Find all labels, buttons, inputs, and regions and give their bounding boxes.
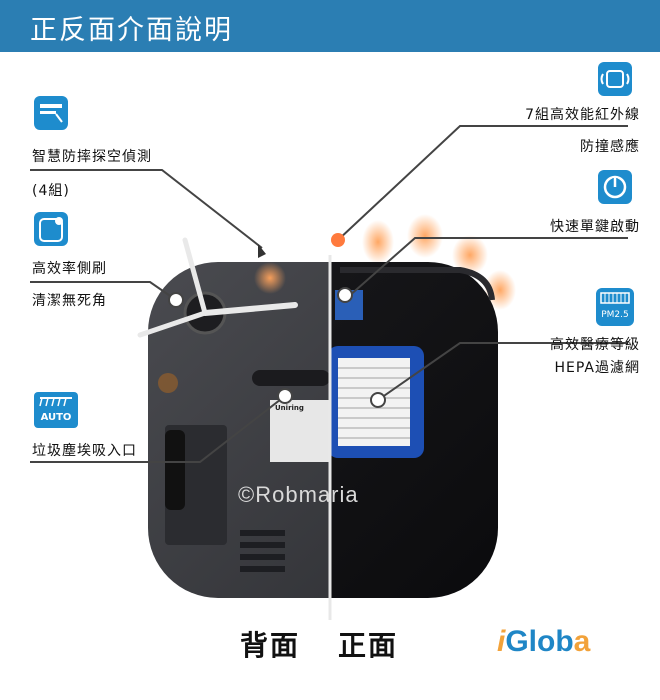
auto-badge-text: AUTO [40, 412, 72, 423]
product-sticker-brand: Uniring [275, 404, 304, 412]
igloba-logo: iGloba [497, 625, 591, 658]
auto-suction-icon: AUTO [34, 392, 78, 428]
feature-one-button-start: 快速單鍵啟動 [550, 219, 640, 235]
cliff-sensor-icon [34, 96, 68, 130]
feature-ir-sensors: 7組高效能紅外線 [525, 107, 640, 123]
feature-side-brush-desc: 清潔無死角 [32, 293, 107, 309]
hepa-filter-icon: PM2.5 [596, 288, 634, 326]
header-bar: 正反面介面說明 [0, 0, 660, 52]
robot-back-side [137, 237, 330, 598]
feature-medical-grade: 高效醫療等級 [550, 337, 640, 353]
feature-cliff-count: (4組) [32, 183, 70, 199]
cliff-arrow [258, 244, 266, 258]
watermark: ©Robmaria [238, 482, 359, 507]
front-side-title: 正面 [338, 629, 399, 662]
feature-suction-inlet: 垃圾塵埃吸入口 [32, 443, 137, 459]
page-title: 正反面介面說明 [30, 15, 233, 46]
back-side-title: 背面 [240, 629, 301, 662]
pm25-badge-text: PM2.5 [601, 310, 629, 320]
side-brush-icon [34, 212, 68, 246]
power-button-icon [598, 170, 632, 204]
callout-lines [30, 125, 628, 463]
ir-sensor-dot [331, 233, 345, 247]
callout-dots [168, 287, 386, 408]
feature-cliff-detection: 智慧防摔探空偵測 [32, 149, 152, 165]
feature-side-brush: 高效率側刷 [32, 261, 107, 277]
ir-sensor-icon [598, 62, 632, 96]
feature-collision-sensing: 防撞感應 [580, 139, 640, 155]
feature-hepa-filter: HEPA過濾網 [554, 360, 640, 376]
